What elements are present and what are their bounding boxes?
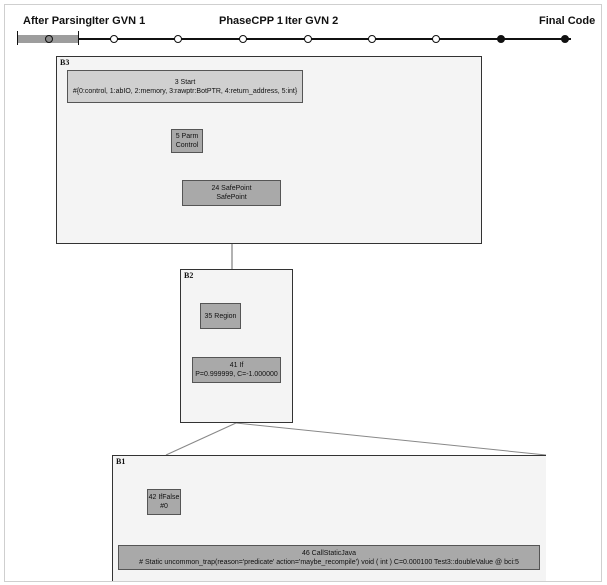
timeline-node-iter-gvn-1[interactable]: [110, 35, 118, 43]
node-text: # Static uncommon_trap(reason='predicate…: [139, 558, 519, 566]
node-text: #{0:control, 1:abIO, 2:memory, 3:rawptr:…: [72, 87, 298, 95]
block-label: B2: [184, 271, 194, 280]
node-iffalse[interactable]: 42 IfFalse #0: [147, 489, 181, 515]
timeline-range-start-handle[interactable]: [17, 31, 18, 45]
phase-label-after-parsing: After Parsing: [23, 15, 93, 27]
timeline-track: [17, 38, 571, 40]
block-label: B3: [60, 58, 70, 67]
timeline-node-after-parsing[interactable]: [45, 35, 53, 43]
timeline-node-iter-gvn-2[interactable]: [304, 35, 312, 43]
edge-if-b1-left: [165, 422, 237, 456]
phase-label-iter-gvn-2: Iter GVN 2: [285, 15, 339, 27]
node-region[interactable]: 35 Region: [200, 303, 241, 329]
node-safepoint[interactable]: 24 SafePoint SafePoint: [182, 180, 281, 206]
node-text: P=0.999999, C=-1.000000: [195, 371, 278, 378]
window-frame: [4, 4, 602, 582]
phase-label-iter-gvn-1: Iter GVN 1: [92, 15, 146, 27]
node-title: 42 IfFalse: [148, 494, 180, 501]
timeline-node-3[interactable]: [174, 35, 182, 43]
phase-label-phasecpp-1: PhaseCPP 1: [219, 15, 284, 27]
phase-timeline: After Parsing Iter GVN 1 PhaseCPP 1 Iter…: [0, 0, 607, 50]
phase-label-final-code: Final Code: [539, 15, 596, 27]
node-title: 3 Start: [174, 78, 196, 86]
block-b2[interactable]: B2: [180, 269, 293, 423]
timeline-node-phasecpp-1[interactable]: [239, 35, 247, 43]
timeline-node-final-code[interactable]: [561, 35, 569, 43]
node-title: 35 Region: [204, 312, 237, 320]
node-title: 5 Parm: [175, 133, 199, 140]
node-text: SafePoint: [216, 194, 247, 201]
node-title: 46 CallStaticJava: [301, 549, 357, 557]
timeline-node-8[interactable]: [497, 35, 505, 43]
block-label: B1: [116, 457, 126, 466]
node-start[interactable]: 3 Start #{0:control, 1:abIO, 2:memory, 3…: [67, 70, 303, 103]
timeline-range-end-handle[interactable]: [78, 31, 79, 45]
edge-if-b1-right: [235, 422, 547, 456]
node-parm[interactable]: 5 Parm Control: [171, 129, 203, 153]
timeline-node-6[interactable]: [368, 35, 376, 43]
node-callstaticjava[interactable]: 46 CallStaticJava # Static uncommon_trap…: [118, 545, 540, 570]
node-text: Control: [175, 142, 199, 149]
node-if[interactable]: 41 If P=0.999999, C=-1.000000: [192, 357, 281, 383]
node-title: 24 SafePoint: [211, 185, 252, 192]
timeline-node-7[interactable]: [432, 35, 440, 43]
node-text: #0: [160, 503, 168, 510]
node-title: 41 If: [229, 362, 244, 369]
